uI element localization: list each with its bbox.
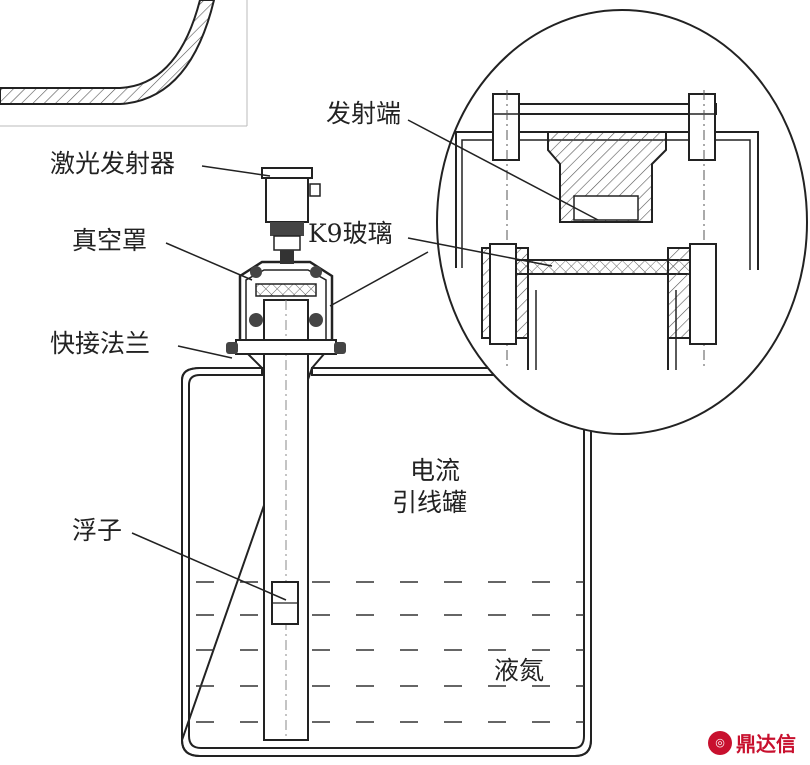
watermark-text: 鼎达信 (736, 732, 796, 756)
detail-view (436, 9, 808, 435)
label-quick-flange: 快接法兰 (50, 329, 151, 358)
quick-flange (226, 339, 346, 369)
leader-lines (131, 119, 599, 601)
watermark: ◎ 鼎达信 (708, 728, 796, 757)
label-vacuum-cover: 真空罩 (72, 226, 148, 255)
liquid-level-lines (196, 581, 584, 723)
label-liquid-nitrogen: 液氮 (494, 656, 545, 685)
label-float: 浮子 (72, 516, 123, 545)
label-emitter-end: 发射端 (326, 99, 402, 128)
partial-vessel-corner (0, 0, 248, 127)
watermark-logo-icon: ◎ (708, 730, 732, 755)
guide-tube (263, 299, 309, 741)
current-lead-tank (180, 367, 592, 757)
label-tank-line1: 电流 (410, 456, 461, 485)
laser-emitter (261, 167, 321, 264)
label-k9-glass: K9玻璃 (308, 219, 393, 248)
float (271, 581, 299, 625)
label-tank-line2: 引线罐 (392, 488, 468, 517)
label-laser-emitter: 激光发射器 (50, 149, 176, 178)
